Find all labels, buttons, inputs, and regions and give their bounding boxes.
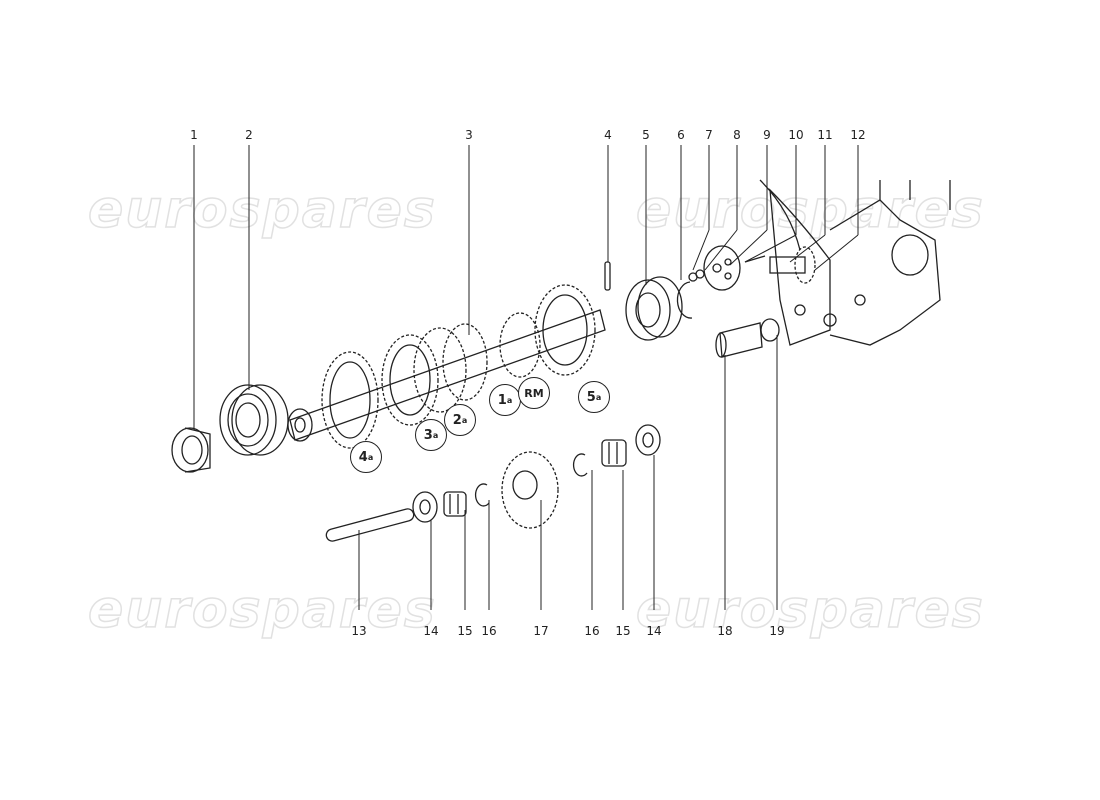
pin	[604, 261, 611, 291]
oil-filter	[715, 322, 763, 358]
thrust-washer	[635, 424, 661, 456]
watermark: eurospares	[87, 579, 437, 641]
leader-lines	[193, 145, 859, 610]
callout-3: 3	[465, 128, 473, 142]
callout-16: 16	[481, 624, 497, 638]
badge-main: 2	[452, 412, 462, 428]
callout-13: 13	[351, 624, 367, 638]
callout-14b: 14	[646, 624, 662, 638]
callout-17: 17	[533, 624, 549, 638]
callout-15b: 15	[615, 624, 631, 638]
circlip	[676, 281, 693, 319]
gearbox-housing	[759, 179, 951, 346]
main-shaft-gear-cluster	[287, 284, 606, 449]
callout-7: 7	[705, 128, 713, 142]
callout-6: 6	[677, 128, 685, 142]
pump-shaft	[744, 255, 766, 263]
badge-sup: a	[595, 392, 602, 402]
badge-sup: a	[461, 415, 468, 425]
badge-main: RM	[524, 386, 544, 400]
needle-bearing	[443, 491, 467, 517]
callout-16b: 16	[584, 624, 600, 638]
badge-main: 1	[497, 392, 507, 408]
callout-10: 10	[788, 128, 804, 142]
badge-main: 5	[586, 389, 596, 405]
cluster-gear	[501, 451, 559, 529]
badge-main: 4	[358, 449, 368, 465]
callout-14: 14	[423, 624, 439, 638]
thrust-washer	[412, 491, 438, 523]
callout-19: 19	[769, 624, 785, 638]
callout-12: 12	[850, 128, 866, 142]
roller-bearing	[625, 276, 683, 341]
callout-8: 8	[733, 128, 741, 142]
seal-ring	[760, 318, 780, 342]
badge-sup: a	[367, 452, 374, 462]
badge-sup: a	[506, 395, 513, 405]
watermark: eurospares	[87, 179, 437, 241]
ring-nut	[171, 427, 211, 473]
watermark: eurospares	[635, 179, 985, 241]
callout-9: 9	[763, 128, 771, 142]
callout-1: 1	[190, 128, 198, 142]
callout-15: 15	[457, 624, 473, 638]
badge-sup: a	[432, 430, 439, 440]
ball-bearing	[219, 384, 289, 456]
circlip	[572, 453, 588, 477]
circlip	[474, 483, 490, 507]
gear-badge-reverse: RM	[518, 377, 550, 409]
callout-11: 11	[817, 128, 833, 142]
callout-5: 5	[642, 128, 650, 142]
needle-bearing	[601, 439, 627, 467]
callout-2: 2	[245, 128, 253, 142]
badge-main: 3	[423, 427, 433, 443]
callout-18: 18	[717, 624, 733, 638]
layshaft	[325, 508, 415, 542]
pump-cover	[703, 245, 741, 291]
pump-gear	[769, 246, 816, 284]
callout-4: 4	[604, 128, 612, 142]
watermark: eurospares	[635, 579, 985, 641]
